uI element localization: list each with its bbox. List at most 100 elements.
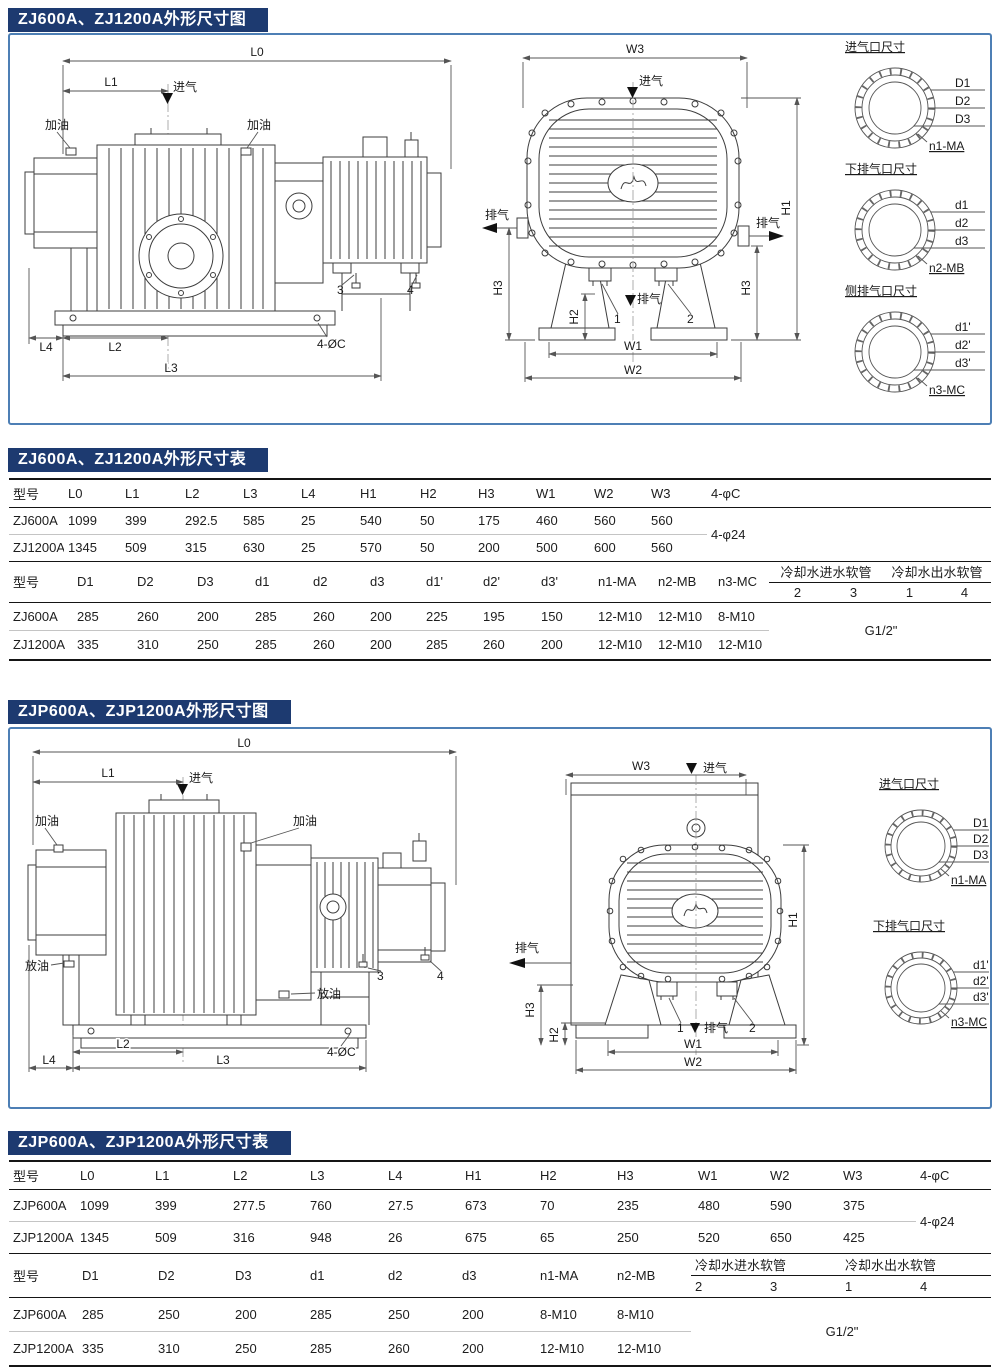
table-row: ZJP600A 1099 399 277.5 760 27.5 673 70 2… [9,1189,991,1254]
dim-label-W3: W3 [632,759,650,773]
port-dim-label: d3' [955,356,971,370]
table-row: ZJ600A 285 260 200 285 260 200 225 195 1… [9,602,992,661]
port-number-label: 2 [749,1021,756,1035]
value-cell: 50 [416,507,474,535]
bolt-circle-icon [885,952,957,1024]
dim-label-L0: L0 [250,45,264,59]
oil-fill-label: 加油 [45,118,69,132]
exhaust-arrow-icon [769,231,784,241]
bolt-callout-label: 4-ØC [327,1045,356,1059]
header-cell: L4 [297,479,356,508]
header-cell: d2 [309,561,366,603]
oil-fill-label: 加油 [293,814,317,828]
port-number-label: 2 [687,312,694,326]
value-cell: 600 [590,534,647,562]
header-cell: W2 [766,1161,839,1190]
value-cell: 560 [647,507,707,535]
header-cell: H3 [474,479,532,508]
oil-drain-label: 放油 [317,986,341,1001]
header-cell: 4-φC [707,479,769,508]
header-cell: L1 [121,479,181,508]
value-cell: 277.5 [229,1189,306,1222]
port-dim-label: d1' [955,320,971,334]
zjp-table-section: 型号 L0 L1 L2 L3 L4 H1 H2 H3 W1 W2 W3 4-φC… [9,1160,992,1367]
model-cell: ZJ1200A [9,534,64,562]
header-cell: 型号 [9,479,64,508]
header-cell: H2 [536,1161,613,1190]
header-cell: d3 [458,1253,536,1298]
value-cell: 650 [766,1221,839,1254]
value-cell: 8-M10 [613,1297,691,1332]
dim-label-L2: L2 [116,1037,130,1051]
intake-label: 进气 [189,770,213,785]
port-title: 下排气口尺寸 [845,161,917,176]
bolt-callout-label: 4-ØC [317,337,346,351]
port-number-label: 1 [614,312,621,326]
value-cell: 25 [297,534,356,562]
exhaust-label: 排气 [704,1020,728,1035]
value-cell: 335 [73,630,133,661]
value-cell: 285 [422,630,479,661]
header-cell: 2 [691,1275,766,1298]
value-cell: 200 [366,630,422,661]
model-cell: ZJP1200A [9,1221,76,1254]
value-cell: 250 [231,1331,306,1367]
header-cell: d1' [422,561,479,603]
table-header-row: 型号 L0 L1 L2 L3 L4 H1 H2 H3 W1 W2 W3 4-φC [9,1161,991,1190]
port-dim-label: D1 [973,816,989,830]
port-dim-label: D2 [973,832,989,846]
value-cell: 200 [537,630,594,661]
port-dim-label: d3 [955,234,969,248]
zjp-diagram-box: L0 L1 进气 加油 加油 放油 放油 3 4 L2 L4 L3 4-ØC [8,727,992,1109]
header-cell: 1 [881,582,937,603]
value-cell: 1345 [64,534,121,562]
zjp-side-dimensions: L0 L1 进气 加油 加油 放油 放油 3 4 L2 L4 L3 4-ØC [25,736,457,1072]
intake-arrow-icon [686,763,697,774]
dim-label-W1: W1 [684,1037,702,1051]
header-cell: H1 [356,479,416,508]
dim-label-L2: L2 [108,340,122,354]
table-row: ZJP1200A 1345 509 316 948 26 675 65 250 … [9,1221,991,1254]
filler-cell [769,507,991,562]
port-dim-label: d3' [973,990,989,1004]
value-cell: 460 [532,507,590,535]
oil-drain-label: 放油 [25,958,49,973]
exhaust-label: 排气 [637,291,661,306]
bolt-circle-icon [855,312,935,392]
header-cell: 型号 [9,1253,78,1298]
value-cell: 260 [309,602,366,631]
header-cell: W1 [694,1161,766,1190]
port-dim-label: D1 [955,76,971,90]
header-cell: D1 [73,561,133,603]
header-cell: 4 [936,582,992,603]
value-cell: 12-M10 [594,630,654,661]
dim-label-W2: W2 [624,363,642,377]
zj-table-title-bar: ZJ600A、ZJ1200A外形尺寸表 [8,448,269,472]
port-title: 进气口尺寸 [845,39,905,54]
header-cell-hose-inlet: 冷却水进水软管 [769,561,882,583]
value-cell: 150 [537,602,594,631]
value-cell: 12-M10 [654,602,714,631]
value-cell: 630 [239,534,297,562]
header-cell: d3' [537,561,594,603]
value-cell: 50 [416,534,474,562]
table-row: ZJP600A 285 250 200 285 250 200 8-M10 8-… [9,1297,992,1367]
part-number-label: 3 [337,283,344,297]
part-number-label: 4 [437,969,444,983]
intake-label: 进气 [703,760,727,775]
port-title: 进气口尺寸 [879,776,939,791]
hose-size-cell: G1/2" [691,1297,992,1367]
zjp-port-details: 进气口尺寸 D1 D2 D3 n1-MA 下排气口尺寸 d1' d2' d3' … [873,776,989,1029]
table-subheader-row: 2 3 1 4 [9,1275,992,1298]
dim-label-W1: W1 [624,339,642,353]
value-cell: 585 [239,507,297,535]
zj-pump-front-outline [516,97,750,341]
model-cell: ZJP600A [9,1189,76,1222]
zjp-table-title: ZJP600A、ZJP1200A外形尺寸表 [18,1134,269,1151]
model-cell: ZJ1200A [9,630,73,661]
value-cell: 12-M10 [536,1331,613,1367]
value-cell: 335 [78,1331,154,1367]
table-row: ZJP1200A 335 310 250 285 260 200 12-M10 … [9,1331,991,1367]
zjp-pump-front-outline [570,782,797,1039]
port-title: 下排气口尺寸 [873,918,945,933]
